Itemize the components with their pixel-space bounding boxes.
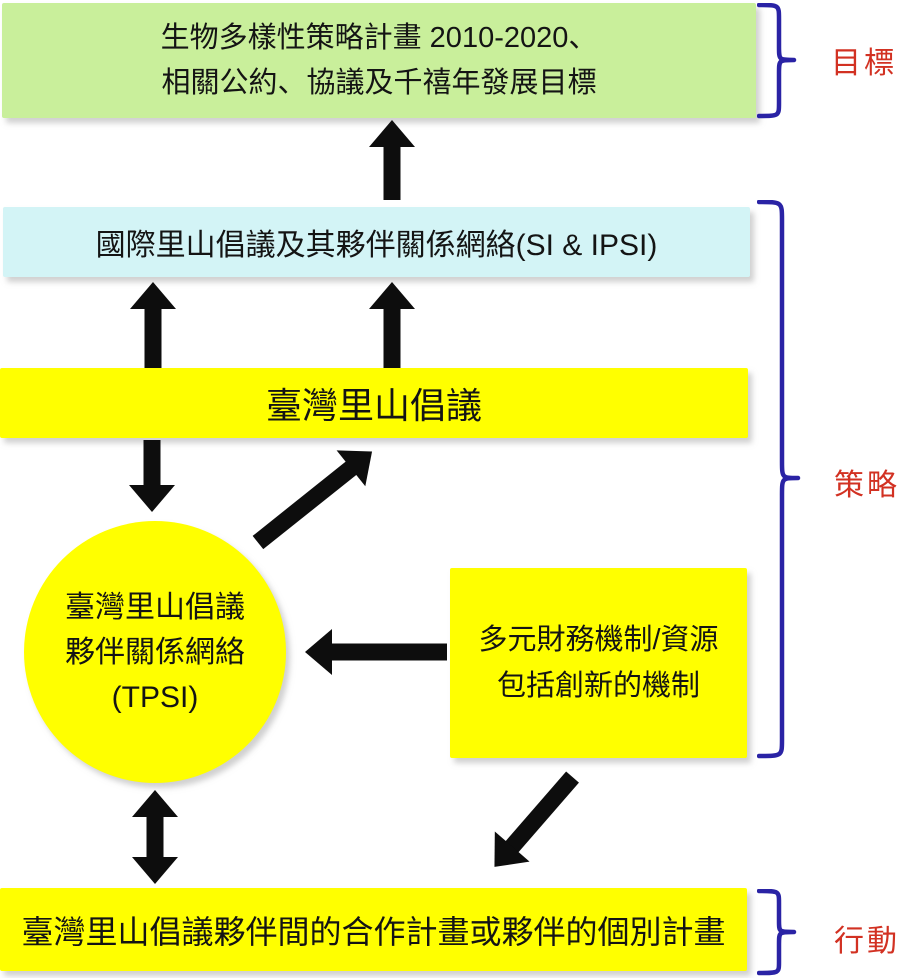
arrow-bar-to-circle-icon: [129, 440, 175, 512]
strategy-side-label: 策略: [834, 469, 897, 502]
arrow-intl-to-goal-icon: [369, 120, 415, 200]
finance-mechanism-box: 多元財務機制/資源 包括創新的機制: [450, 568, 747, 758]
tpsi-circle-line3: (TPSI): [111, 680, 199, 714]
arrow-finance-to-circle-icon: [305, 629, 447, 675]
goal-box: 生物多樣性策略計畫 2010-2020、 相關公約、協議及千禧年發展目標: [2, 3, 756, 118]
goal-box-line1: 生物多樣性策略計畫 2010-2020、: [160, 21, 598, 54]
finance-box-line1: 多元財務機制/資源: [478, 623, 719, 656]
action-bar-label: 臺灣里山倡議夥伴間的合作計畫或夥伴的個別計畫: [21, 913, 726, 950]
arrow-circle-to-bar-diagonal-icon: [244, 433, 387, 560]
goal-box-line2: 相關公約、協議及千禧年發展目標: [161, 66, 597, 99]
action-brace-icon: [757, 889, 797, 976]
taiwan-initiative-bar: 臺灣里山倡議: [0, 368, 748, 438]
action-bar: 臺灣里山倡議夥伴間的合作計畫或夥伴的個別計畫: [0, 888, 747, 971]
finance-box-line2: 包括創新的機制: [496, 670, 700, 702]
arrow-circle-action-double-icon: [132, 790, 178, 884]
international-initiative-label: 國際里山倡議及其夥伴關係網絡(SI & IPSI): [95, 229, 658, 262]
tpsi-circle-line2: 夥伴關係網絡: [65, 635, 245, 669]
taiwan-initiative-label: 臺灣里山倡議: [265, 385, 482, 426]
arrow-bar-to-intl-left-icon: [130, 282, 176, 368]
international-initiative-box: 國際里山倡議及其夥伴關係網絡(SI & IPSI): [3, 207, 750, 277]
tpsi-circle-line1: 臺灣里山倡議: [65, 590, 245, 624]
arrow-finance-to-action-diagonal-icon: [477, 762, 590, 882]
goal-brace-icon: [757, 3, 797, 119]
arrow-bar-to-intl-center-icon: [369, 282, 415, 368]
tpsi-circle: 臺灣里山倡議 夥伴關係網絡 (TPSI): [24, 521, 286, 783]
action-side-label: 行動: [834, 925, 897, 958]
strategy-brace-icon: [757, 200, 801, 759]
goal-side-label: 目標: [831, 47, 897, 80]
